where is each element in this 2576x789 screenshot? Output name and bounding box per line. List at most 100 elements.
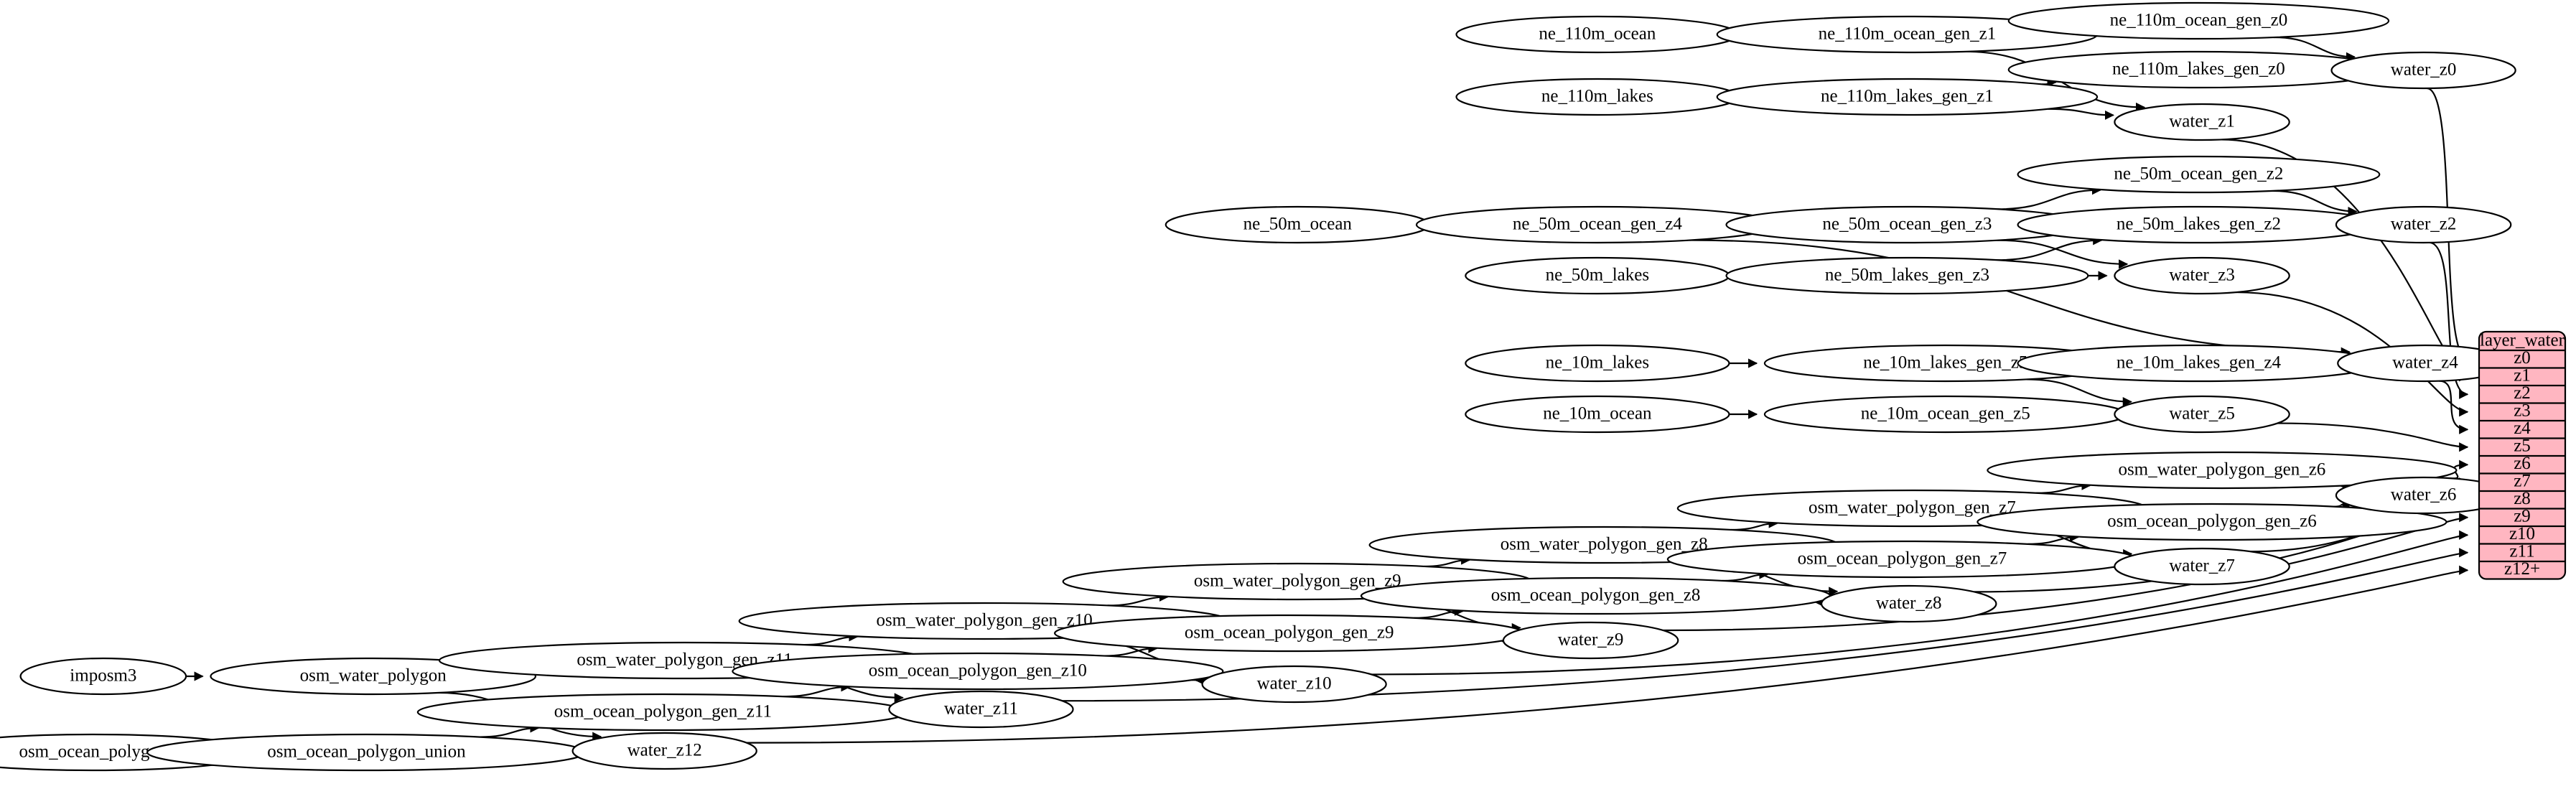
node-label: osm_ocean_polygon_gen_z11: [554, 702, 772, 722]
graph-node-ne_10m_ocean_gen_z5[interactable]: ne_10m_ocean_gen_z5: [1763, 395, 2127, 434]
graph-edge-ne_50m_ocean_gen_z3-to-water_z3: [1997, 239, 2129, 269]
table-row-z1[interactable]: z1: [2514, 365, 2531, 385]
node-shape: [1987, 451, 2458, 490]
table-row-z7[interactable]: z7: [2514, 471, 2531, 490]
graph-node-water_z10[interactable]: water_z10: [1201, 665, 1387, 704]
graph-node-water_z5[interactable]: water_z5: [2114, 395, 2290, 434]
table-row-z2[interactable]: z2: [2514, 383, 2531, 403]
node-label: water_z1: [2169, 112, 2235, 131]
graph-edge-ne_110m_lakes_gen_z1-to-water_z1: [2048, 108, 2114, 121]
node-label: ne_50m_lakes_gen_z2: [2117, 215, 2281, 234]
graph-node-water_z2[interactable]: water_z2: [2335, 205, 2512, 244]
node-label: osm_water_polygon_gen_z9: [1194, 571, 1401, 591]
graph-node-water_z7[interactable]: water_z7: [2114, 547, 2290, 586]
table-row-z6[interactable]: z6: [2514, 454, 2531, 473]
graph-node-ne_50m_ocean[interactable]: ne_50m_ocean: [1165, 205, 1430, 244]
node-label: water_z3: [2169, 266, 2235, 285]
node-label: osm_ocean_polygon_gen_z7: [1798, 549, 2007, 569]
graph-node-osm_ocean_polygon_gen_z9[interactable]: osm_ocean_polygon_gen_z9: [1054, 614, 1525, 653]
graph-node-ne_110m_lakes[interactable]: ne_110m_lakes: [1455, 78, 1740, 116]
node-shape: [1977, 503, 2447, 541]
node-shape: [571, 732, 757, 770]
graph-node-ne_50m_lakes_gen_z3[interactable]: ne_50m_lakes_gen_z3: [1725, 256, 2089, 295]
layer-water-table: layer_waterz0z1z2z3z4z5z6z7z8z9z10z11z12…: [2478, 331, 2567, 580]
node-shape: [888, 690, 1074, 729]
graph-edge-water_z5-to-layer_water-z5: [2277, 422, 2469, 452]
graph-edge-osm_water_polygon_gen_z10-to-osm_water_polygon_gen_z9: [1107, 592, 1170, 607]
graph-edge-osm_water_polygon_gen_z11-to-osm_water_polygon_gen_z10: [803, 632, 859, 646]
graph-node-water_z12[interactable]: water_z12: [571, 732, 757, 770]
graph-node-ne_10m_ocean[interactable]: ne_10m_ocean: [1465, 395, 1730, 434]
graph-node-ne_50m_lakes[interactable]: ne_50m_lakes: [1465, 256, 1730, 295]
node-shape: [1201, 665, 1387, 704]
graph-node-water_z3[interactable]: water_z3: [2114, 256, 2290, 295]
graph-node-ne_110m_lakes_gen_z1[interactable]: ne_110m_lakes_gen_z1: [1716, 78, 2099, 116]
table-row-z4[interactable]: z4: [2514, 419, 2531, 438]
node-label: water_z10: [1257, 674, 1332, 694]
graph-node-ne_110m_ocean_gen_z0[interactable]: ne_110m_ocean_gen_z0: [2007, 1, 2390, 40]
node-shape: [1465, 395, 1730, 434]
graph-node-water_z11[interactable]: water_z11: [888, 690, 1074, 729]
graph-node-osm_ocean_polygon_union[interactable]: osm_ocean_polygon_union: [146, 733, 587, 772]
node-shape: [1725, 256, 2089, 295]
graph-edge-osm_water_polygon_gen_z8-to-osm_water_polygon_gen_z7: [1731, 518, 1778, 531]
node-label: water_z12: [627, 741, 702, 760]
graph-node-osm_ocean_polygon_gen_z6[interactable]: osm_ocean_polygon_gen_z6: [1977, 503, 2447, 541]
node-shape: [1716, 78, 2099, 116]
node-label: water_z11: [944, 699, 1018, 719]
graph-edge-ne_50m_lakes_gen_z3-to-ne_50m_lakes_gen_z2: [1996, 235, 2103, 261]
graph-node-osm_ocean_polygon_gen_z10[interactable]: osm_ocean_polygon_gen_z10: [732, 652, 1224, 691]
node-label: water_z8: [1876, 594, 1942, 613]
graph-node-osm_ocean_polygon_gen_z7[interactable]: osm_ocean_polygon_gen_z7: [1666, 540, 2138, 579]
node-shape: [19, 657, 187, 696]
graph-node-osm_ocean_polygon_gen_z8[interactable]: osm_ocean_polygon_gen_z8: [1360, 576, 1831, 615]
table-row-z8[interactable]: z8: [2514, 489, 2531, 508]
node-shape: [1502, 621, 1679, 660]
graph-edge-ne_50m_ocean_gen_z2-to-water_z2: [2272, 190, 2358, 217]
node-label: osm_water_polygon_gen_z8: [1501, 535, 1708, 554]
graph-node-water_z0[interactable]: water_z0: [2330, 51, 2516, 90]
node-label: ne_50m_ocean_gen_z3: [1822, 215, 1992, 234]
graph-edge-water_z12-to-layer_water-z12-: [746, 565, 2469, 744]
table-row-z0[interactable]: z0: [2514, 348, 2531, 368]
graph-node-ne_110m_ocean[interactable]: ne_110m_ocean: [1455, 15, 1740, 54]
graph-node-ne_50m_ocean_gen_z4[interactable]: ne_50m_ocean_gen_z4: [1415, 205, 1779, 244]
node-label: ne_50m_lakes_gen_z3: [1825, 266, 1989, 285]
graph-edge-ne_50m_ocean_gen_z3-to-ne_50m_ocean_gen_z2: [1997, 185, 2102, 210]
node-label: osm_water_polygon: [300, 666, 447, 686]
graph-edge-osm_ocean_polygon_union-to-osm_ocean_polygon_gen_z11: [480, 723, 540, 738]
graph-edge-ne_110m_ocean_gen_z0-to-water_z0: [2273, 36, 2356, 62]
graph-node-ne_10m_lakes_gen_z5[interactable]: ne_10m_lakes_gen_z5: [1763, 344, 2127, 383]
graph-node-ne_10m_lakes_gen_z4[interactable]: ne_10m_lakes_gen_z4: [2017, 344, 2381, 383]
graph-node-ne_50m_ocean_gen_z2[interactable]: ne_50m_ocean_gen_z2: [2017, 155, 2381, 194]
graph-node-ne_10m_lakes[interactable]: ne_10m_lakes: [1465, 344, 1730, 383]
node-label: imposm3: [70, 666, 136, 686]
graph-node-osm_ocean_polygon_gen_z11[interactable]: osm_ocean_polygon_gen_z11: [416, 693, 909, 732]
node-label: ne_10m_lakes_gen_z4: [2117, 353, 2282, 373]
graph-node-water_z1[interactable]: water_z1: [2114, 103, 2290, 141]
graph-edge-water_z11-to-layer_water-z11: [1062, 548, 2469, 702]
node-shape: [732, 652, 1224, 691]
table-row-z10[interactable]: z10: [2509, 524, 2535, 543]
node-shape: [2007, 1, 2390, 40]
graph-node-imposm3[interactable]: imposm3: [19, 657, 187, 696]
table-row-z12plus[interactable]: z12+: [2504, 559, 2540, 579]
layer-water-table-header: layer_water: [2480, 331, 2565, 350]
table-row-z9[interactable]: z9: [2514, 506, 2531, 526]
table-row-z3[interactable]: z3: [2514, 401, 2531, 420]
graph-node-osm_water_polygon_gen_z6[interactable]: osm_water_polygon_gen_z6: [1987, 451, 2458, 490]
graph-node-water_z8[interactable]: water_z8: [1820, 584, 1997, 623]
node-label: ne_50m_ocean_gen_z4: [1513, 215, 1683, 234]
graph-node-ne_50m_lakes_gen_z2[interactable]: ne_50m_lakes_gen_z2: [2017, 205, 2381, 244]
node-label: water_z6: [2391, 485, 2457, 505]
table-row-z5[interactable]: z5: [2514, 436, 2531, 455]
node-label: ne_10m_ocean: [1543, 404, 1652, 424]
graph-node-water_z9[interactable]: water_z9: [1502, 621, 1679, 660]
node-label: osm_water_polygon_gen_z10: [876, 611, 1092, 630]
node-label: ne_50m_ocean_gen_z2: [2114, 164, 2283, 184]
table-row-z11[interactable]: z11: [2509, 541, 2534, 561]
node-label: water_z0: [2391, 60, 2457, 80]
node-shape: [2114, 256, 2290, 295]
graph-node-water_z6[interactable]: water_z6: [2335, 476, 2512, 515]
